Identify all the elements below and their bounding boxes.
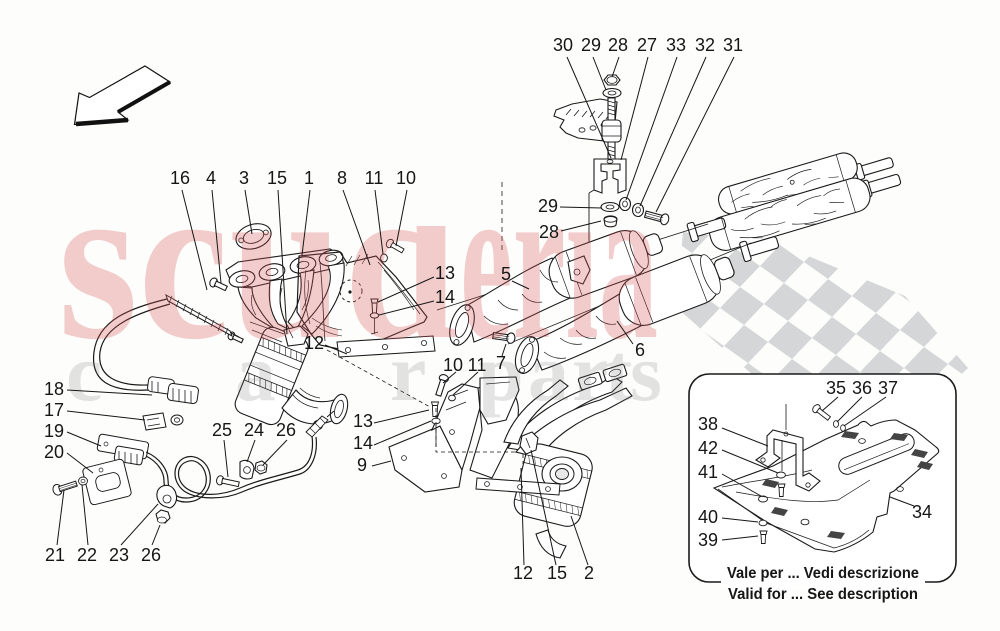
- svg-text:27: 27: [637, 35, 657, 55]
- svg-text:32: 32: [695, 35, 715, 55]
- svg-text:12: 12: [513, 563, 533, 583]
- svg-text:28: 28: [608, 35, 628, 55]
- svg-text:17: 17: [44, 400, 64, 420]
- svg-text:a: a: [235, 327, 276, 418]
- svg-text:21: 21: [45, 545, 65, 565]
- svg-text:2: 2: [584, 563, 594, 583]
- svg-text:p: p: [478, 327, 524, 418]
- svg-text:15: 15: [267, 168, 287, 188]
- svg-text:Valid for ... See description: Valid for ... See description: [728, 586, 918, 603]
- svg-text:Vale per ... Vedi descrizione: Vale per ... Vedi descrizione: [727, 565, 919, 582]
- svg-text:35: 35: [826, 378, 846, 398]
- svg-text:14: 14: [435, 287, 455, 307]
- svg-text:26: 26: [276, 420, 296, 440]
- svg-text:6: 6: [635, 340, 645, 360]
- svg-text:31: 31: [723, 35, 743, 55]
- svg-text:20: 20: [44, 442, 64, 462]
- svg-text:16: 16: [170, 168, 190, 188]
- svg-text:39: 39: [698, 530, 718, 550]
- svg-text:13: 13: [435, 263, 455, 283]
- svg-text:10: 10: [443, 355, 463, 375]
- svg-text:36: 36: [852, 378, 872, 398]
- svg-text:r: r: [390, 327, 426, 418]
- svg-text:38: 38: [698, 414, 718, 434]
- svg-text:41: 41: [698, 462, 718, 482]
- svg-text:42: 42: [698, 438, 718, 458]
- svg-text:18: 18: [44, 379, 64, 399]
- svg-text:t: t: [605, 327, 632, 418]
- svg-text:24: 24: [244, 420, 264, 440]
- svg-text:10: 10: [396, 168, 416, 188]
- svg-text:12: 12: [304, 333, 324, 353]
- svg-text:7: 7: [496, 353, 506, 373]
- svg-text:29: 29: [581, 35, 601, 55]
- svg-text:3: 3: [239, 168, 249, 188]
- svg-text:15: 15: [547, 563, 567, 583]
- svg-text:c: c: [66, 327, 102, 418]
- svg-text:1: 1: [304, 168, 314, 188]
- svg-text:33: 33: [666, 35, 686, 55]
- svg-text:11: 11: [468, 355, 487, 375]
- svg-text:19: 19: [44, 421, 64, 441]
- svg-text:11: 11: [365, 168, 384, 188]
- svg-text:40: 40: [698, 507, 718, 527]
- svg-text:25: 25: [212, 420, 232, 440]
- svg-text:4: 4: [206, 168, 216, 188]
- svg-text:eria: eria: [460, 135, 658, 387]
- svg-text:8: 8: [337, 168, 347, 188]
- svg-text:22: 22: [77, 545, 97, 565]
- svg-text:r: r: [572, 327, 608, 418]
- svg-text:14: 14: [353, 433, 373, 453]
- svg-text:29: 29: [538, 196, 558, 216]
- svg-text:34: 34: [912, 502, 932, 522]
- svg-text:s: s: [630, 327, 662, 418]
- svg-text:28: 28: [539, 222, 559, 242]
- svg-text:37: 37: [878, 378, 898, 398]
- svg-text:30: 30: [553, 35, 573, 55]
- svg-text:13: 13: [353, 411, 373, 431]
- svg-text:a: a: [528, 327, 569, 418]
- svg-text:9: 9: [357, 455, 367, 475]
- svg-text:23: 23: [109, 545, 129, 565]
- svg-text:26: 26: [141, 545, 161, 565]
- svg-text:5: 5: [501, 264, 511, 284]
- svg-text:scud: scud: [58, 135, 458, 387]
